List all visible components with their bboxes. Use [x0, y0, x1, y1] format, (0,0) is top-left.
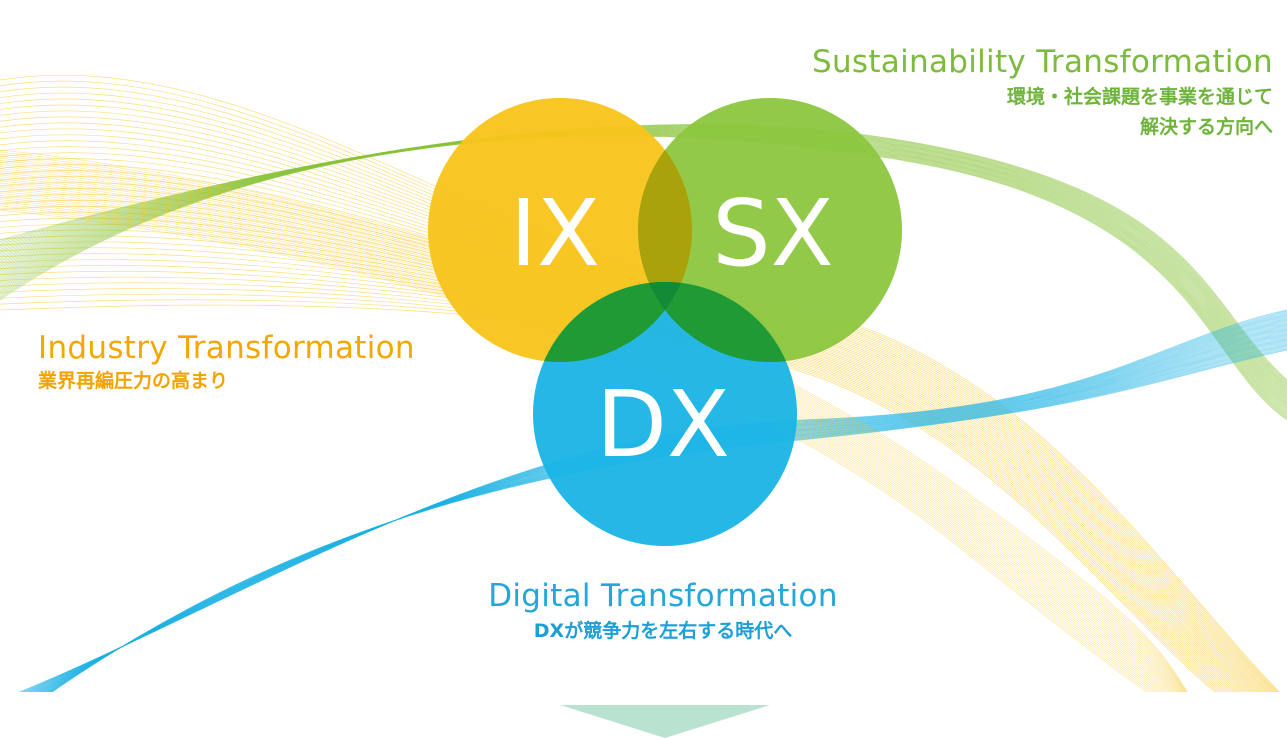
wave-line [0, 151, 1221, 738]
wave-line [0, 149, 1221, 738]
sx-description: Sustainability Transformation 環境・社会課題を事業… [812, 44, 1273, 140]
dx-title: Digital Transformation [488, 578, 838, 614]
wave-line [0, 188, 1221, 738]
sx-subtitle-line1: 環境・社会課題を事業を通じて [1006, 86, 1273, 108]
wave-line [0, 164, 1221, 738]
wave-line [0, 174, 1221, 738]
sx-dx-overlap [638, 282, 797, 362]
wave-line [0, 168, 1221, 738]
sx-subtitle-line2: 解決する方向へ [1139, 116, 1273, 138]
wave-line [0, 178, 1221, 738]
wave-line [0, 162, 1221, 738]
ix-description: Industry Transformation 業界再編圧力の高まり [38, 330, 415, 394]
wave-line [0, 155, 1221, 738]
wave-line [0, 176, 1221, 738]
dx-circle-label: DX [596, 371, 730, 478]
wave-line [0, 191, 1221, 738]
wave-line [0, 159, 1221, 738]
ix-subtitle: 業界再編圧力の高まり [38, 370, 229, 392]
wave-line [0, 184, 1221, 738]
ix-title: Industry Transformation [38, 330, 415, 366]
dx-description: Digital Transformation DXが競争力を左右する時代へ [470, 578, 856, 644]
wave-line [0, 166, 1221, 738]
wave-line [0, 186, 1221, 738]
wave-line [0, 170, 1221, 738]
wave-line [0, 172, 1221, 738]
wave-line [0, 153, 1221, 738]
ix-circle-label: IX [510, 180, 600, 287]
sx-circle-label: SX [712, 180, 833, 287]
wave-line [0, 180, 1221, 738]
wave-line [0, 157, 1221, 738]
sx-title: Sustainability Transformation [811, 44, 1273, 80]
dx-subtitle: DXが競争力を左右する時代へ [533, 620, 793, 642]
wave-line [0, 182, 1221, 738]
ix-dx-overlap [533, 282, 692, 362]
